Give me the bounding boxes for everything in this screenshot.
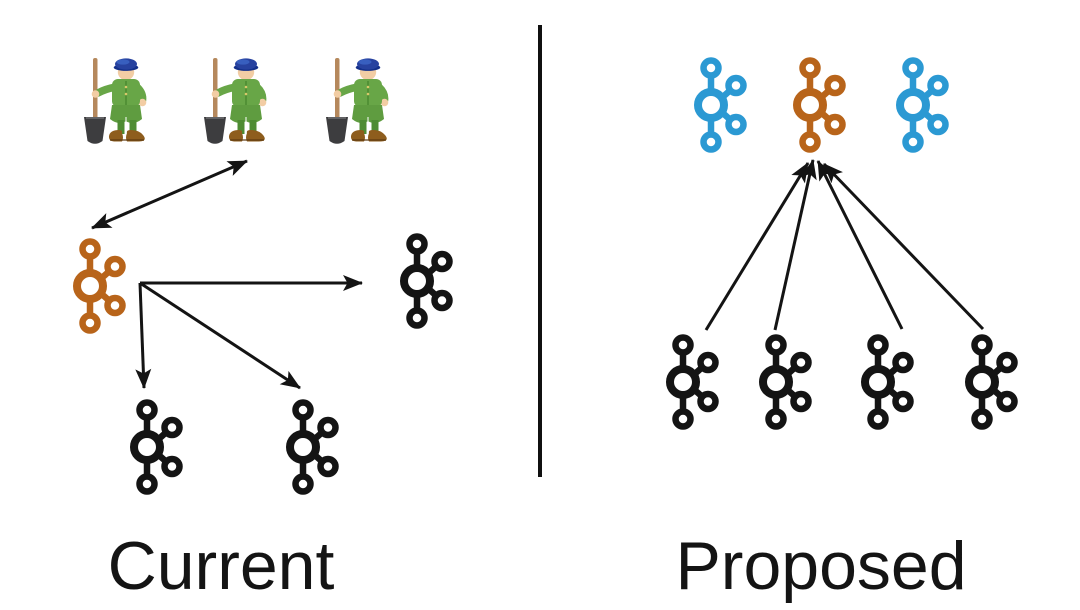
farmer-icon xyxy=(204,58,266,144)
kafka-logo-black xyxy=(670,338,716,427)
flow-arrow xyxy=(816,160,904,330)
kafka-logo-orange xyxy=(797,61,843,150)
flow-arrow xyxy=(822,162,985,331)
kafka-logo-blue xyxy=(900,61,946,150)
kafka-logo-black xyxy=(404,237,450,326)
proposed-label: Proposed xyxy=(675,528,967,604)
flow-arrow xyxy=(135,282,152,389)
flow-arrow xyxy=(139,281,301,390)
kafka-logo-blue xyxy=(698,61,744,150)
flow-arrow xyxy=(773,159,817,331)
flow-arrow xyxy=(704,162,810,331)
flow-arrow xyxy=(91,159,248,230)
farmer-icon xyxy=(326,58,388,144)
kafka-logo-black xyxy=(763,338,809,427)
current-label: Current xyxy=(107,528,335,604)
kafka-logo-black xyxy=(290,403,336,492)
kafka-logo-orange xyxy=(77,242,123,331)
kafka-logo-black xyxy=(969,338,1015,427)
farmer-icon xyxy=(84,58,146,144)
kafka-logo-black xyxy=(865,338,911,427)
kafka-logo-black xyxy=(134,403,180,492)
